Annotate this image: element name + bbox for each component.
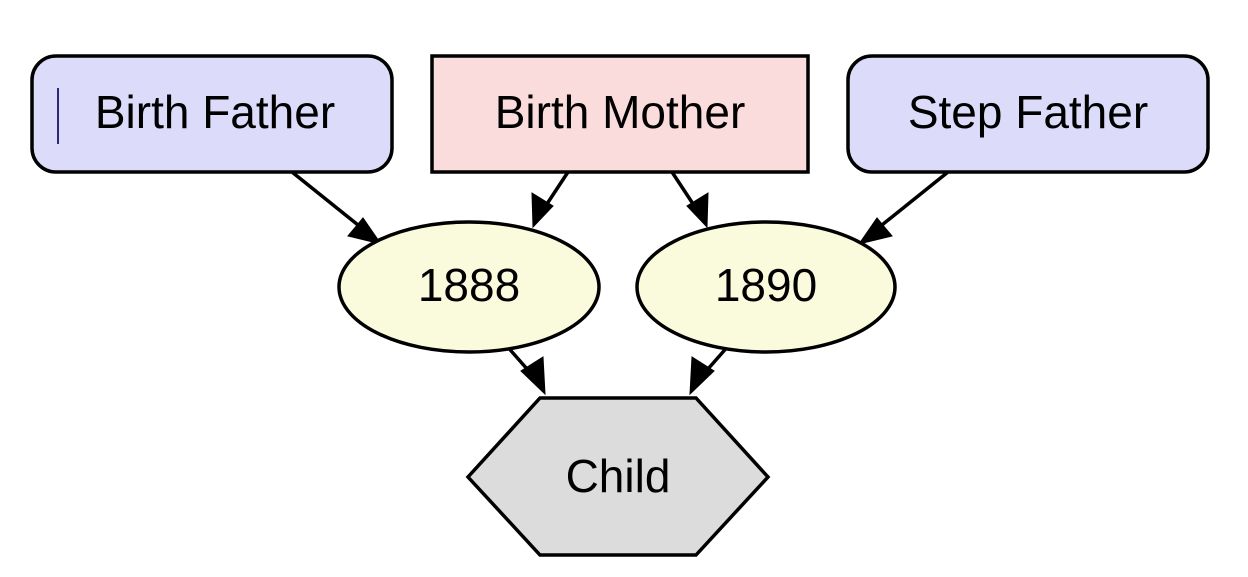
- arrowhead-icon: [686, 192, 709, 229]
- node-year-1888[interactable]: 1888: [337, 220, 601, 354]
- child-label: Child: [566, 450, 671, 502]
- birth-mother-shape: [430, 54, 810, 174]
- birth-father-label: Birth Father: [95, 86, 335, 138]
- edge-step-father-to-1890[interactable]: [857, 170, 950, 245]
- node-step-father[interactable]: Step Father: [846, 54, 1210, 174]
- year-1890-label: 1890: [715, 259, 817, 311]
- year-1888-label: 1888: [418, 259, 520, 311]
- year-1888-shape: [337, 220, 601, 354]
- step-father-shape: [846, 54, 1210, 174]
- year-1890-shape: [635, 220, 897, 354]
- edge-birth-father-to-1888[interactable]: [290, 170, 383, 245]
- arrowhead-icon: [520, 356, 546, 396]
- edge-birth-mother-to-1890[interactable]: [670, 171, 709, 229]
- birth-mother-label: Birth Mother: [495, 86, 746, 138]
- edge-line: [290, 170, 370, 235]
- arrowhead-icon: [347, 217, 383, 245]
- edge-line: [870, 170, 950, 235]
- edges-layer: [290, 170, 950, 396]
- node-year-1890[interactable]: 1890: [635, 220, 897, 354]
- node-child[interactable]: Child: [465, 396, 771, 557]
- edge-1888-to-child[interactable]: [503, 342, 546, 396]
- edge-birth-mother-to-1888[interactable]: [531, 171, 570, 229]
- arrowhead-icon: [689, 356, 715, 396]
- node-birth-mother[interactable]: Birth Mother: [430, 54, 810, 174]
- node-birth-father[interactable]: Birth Father: [30, 54, 394, 174]
- step-father-label: Step Father: [908, 86, 1148, 138]
- birth-father-shape: [30, 54, 394, 174]
- arrowhead-icon: [531, 192, 554, 229]
- nodes-layer: Birth Father Birth Mother Step Father 18…: [30, 54, 1210, 557]
- edge-1890-to-child[interactable]: [689, 342, 732, 396]
- arrowhead-icon: [857, 217, 893, 245]
- child-shape: [465, 396, 771, 557]
